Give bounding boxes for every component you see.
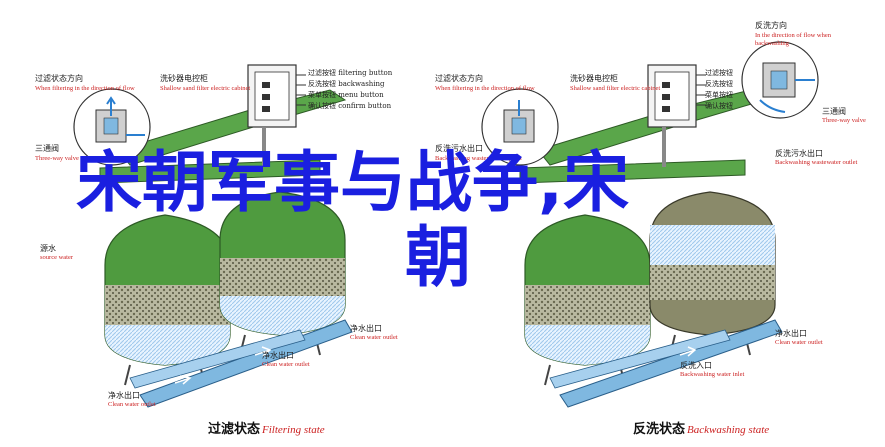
right-reverse-label-en2: backwashing — [755, 40, 789, 47]
right-sewage2-label-en: Backwashing wastewater outlet — [775, 159, 858, 166]
left-filter-button-label: 过滤按钮 filtering button — [308, 69, 393, 77]
right-caption-en: Backwashing state — [687, 424, 770, 436]
left-tee-label-en: Three-way valve — [35, 155, 79, 162]
right-backwash-button-label: 反洗按钮 — [705, 80, 733, 88]
left-clean2-label-cn: 净水出口 — [262, 351, 294, 360]
right-sewage-label-en: Backwashing wastewater exports — [435, 155, 522, 162]
overlay-title-line2: 朝 — [405, 219, 471, 296]
right-tee-label-en: Three-way valve — [822, 117, 866, 124]
right-reverse-label-cn: 反洗方向 — [755, 21, 787, 30]
left-menu-button-label: 菜单按钮 menu button — [308, 91, 384, 99]
left-confirm-button-label: 确认按钮 confirm button — [308, 102, 392, 110]
right-menu-button-label: 菜单按钮 — [705, 91, 733, 99]
left-clean-label-cn: 净水出口 — [350, 324, 382, 333]
right-cabinet-label-en: Shallow sand filter electric cabinet — [570, 85, 661, 92]
left-clean-label-en: Clean water outlet — [350, 334, 398, 341]
right-clean-label-en: Clean water outlet — [775, 339, 823, 346]
left-sewage-label-cn: 净水出口 — [108, 391, 140, 400]
right-confirm-button-label: 确认按钮 — [705, 102, 733, 110]
right-reverse-label-en1: In the direction of flow when — [755, 32, 831, 39]
left-cabinet-label-cn: 洗砂器电控柜 — [160, 74, 208, 83]
left-valve-label-en: When filtering in the direction of flow — [35, 85, 135, 92]
left-tank-1 — [104, 214, 231, 386]
right-clean-label-cn: 净水出口 — [775, 329, 807, 338]
left-diagram — [73, 64, 353, 408]
overlay-title-line1: 宋朝军事与战争,宋 — [76, 144, 630, 221]
left-valve-label-cn: 过滤状态方向 — [35, 74, 83, 83]
right-inlet-label-en: Backwashing water inlet — [680, 371, 745, 378]
left-backwash-button-label: 反洗按钮 backwashing — [308, 80, 385, 88]
right-valve-label-cn: 过滤状态方向 — [435, 74, 483, 83]
left-tee-label-cn: 三通阀 — [35, 144, 59, 153]
left-caption-en: Filtering state — [262, 424, 325, 436]
right-tank-2 — [649, 191, 776, 356]
left-tank-2 — [219, 191, 346, 356]
left-source-label-cn: 源水 — [40, 244, 56, 253]
right-tank-1 — [524, 214, 651, 386]
right-diagram — [481, 41, 819, 408]
right-tee-label-cn: 三通阀 — [822, 107, 846, 116]
right-green-pipe-horizontal — [519, 159, 746, 184]
left-clean2-label-en: Clean water outlet — [262, 361, 310, 368]
right-cabinet-label-cn: 洗砂器电控柜 — [570, 74, 618, 83]
right-inlet-label-cn: 反洗入口 — [680, 361, 712, 370]
right-valve-label-en: When filtering in the direction of flow — [435, 85, 535, 92]
left-cabinet-label-en: Shallow sand filter electric cabinet — [160, 85, 251, 92]
right-sewage-label-cn: 反洗污水出口 — [435, 144, 483, 153]
left-sewage-label-en: Clean water outlet — [108, 401, 156, 408]
left-caption-cn: 过滤状态 — [208, 422, 261, 437]
left-blue-pipe-2 — [129, 329, 306, 389]
right-filter-button-label: 过滤按钮 — [705, 69, 733, 77]
right-caption-cn: 反洗状态 — [633, 422, 686, 437]
left-source-label-en: source water — [40, 254, 74, 261]
right-sewage2-label-cn: 反洗污水出口 — [775, 149, 823, 158]
right-blue-pipe-2 — [549, 329, 731, 389]
